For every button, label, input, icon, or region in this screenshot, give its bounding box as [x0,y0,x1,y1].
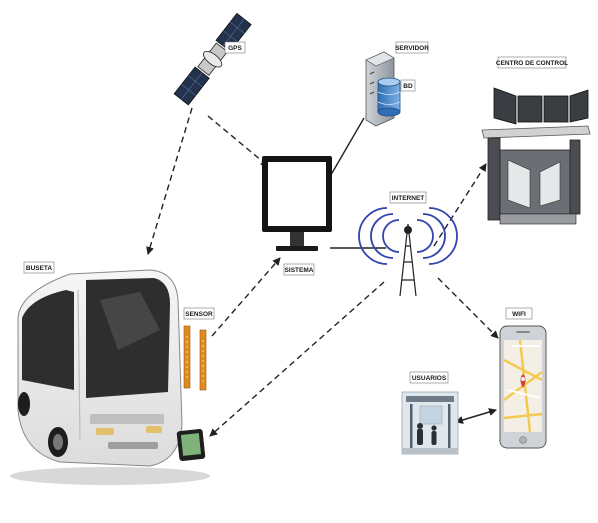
gps-label: GPS [228,45,242,52]
internet-label: INTERNET [392,195,425,202]
arrow-device-to-system [211,257,281,337]
arrow-satellite-to-bus [146,107,193,255]
server-label: SERVIDOR [395,45,429,52]
users-label: USUARIOS [412,375,447,382]
bus-label: BUSETA [26,265,53,272]
smartphone-icon: WIFI [499,307,547,449]
arrow-users-wifi [455,408,497,424]
bus-stop-icon: USUARIOS [401,371,459,455]
arrow-antenna-to-device [209,281,385,437]
sensor-label: SENSOR [185,311,213,318]
satellite-icon: GPS [173,12,252,106]
monitor-icon: SISTEMA [262,156,332,276]
wifi-label: WIFI [512,311,526,318]
control-center-icon: CENTRO DE CONTROL [481,56,591,225]
arrow-satellite-to-system [207,115,269,167]
system-label: SISTEMA [285,267,314,274]
arrow-antenna-to-wifi [437,277,499,339]
sensor-icon: SENSOR [183,307,215,391]
antenna-icon: INTERNET [358,191,458,297]
database-icon: BD [377,77,416,117]
control-center-label: CENTRO DE CONTROL [496,60,568,67]
arrow-antenna-to-control [433,163,487,247]
database-label: BD [403,83,413,90]
line-server-to-system [327,117,365,181]
gps-device-icon [176,429,206,461]
bus-icon: BUSETA [10,261,210,485]
connectors [146,107,499,437]
